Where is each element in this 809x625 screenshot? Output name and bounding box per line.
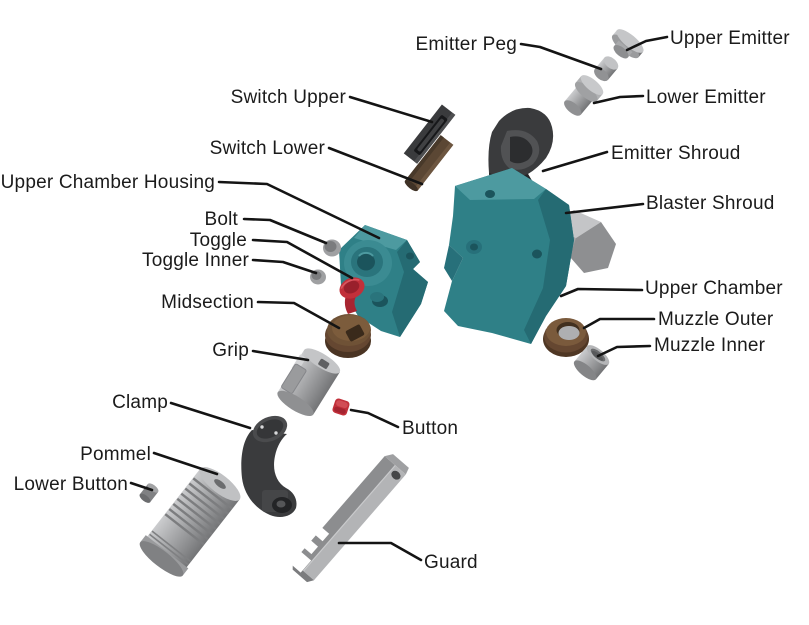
label-upper-chamber-housing: Upper Chamber Housing [1,172,215,193]
part-grip [277,348,341,417]
leader-grip [251,349,310,362]
leader-toggle-inner [251,258,318,275]
part-upper-chamber [444,168,574,344]
leader-muzzle-inner [596,344,652,358]
leader-switch-upper [348,95,434,124]
leader-clamp [169,401,252,430]
label-emitter-peg: Emitter Peg [416,34,517,55]
label-midsection: Midsection [161,292,254,313]
leader-emitter-peg [519,42,603,71]
part-upper-chamber-housing [339,225,428,337]
leader-button [349,408,400,429]
leader-switch-lower [327,146,424,186]
label-blaster-shroud: Blaster Shroud [646,193,774,214]
leader-muzzle-outer [582,317,656,330]
part-toggle [339,277,365,314]
part-midsection [325,314,371,358]
label-switch-upper: Switch Upper [231,87,347,108]
label-emitter-shroud: Emitter Shroud [611,143,741,164]
label-pommel: Pommel [80,444,151,465]
part-guard [289,454,409,583]
label-clamp: Clamp [112,392,168,413]
part-pommel [139,467,241,577]
label-upper-emitter: Upper Emitter [670,28,790,49]
label-switch-lower: Switch Lower [210,138,326,159]
part-lower-emitter [564,75,604,116]
part-emitter-peg [594,56,619,82]
part-switch-upper [403,104,456,164]
leader-emitter-shroud [541,150,609,173]
leader-upper-emitter [625,35,669,52]
part-switch-lower [404,135,454,192]
leader-upper-chamber-housing [217,180,381,240]
part-clamp [241,415,297,517]
label-muzzle-inner: Muzzle Inner [654,335,766,356]
label-muzzle-outer: Muzzle Outer [658,309,774,330]
leader-lower-button [129,481,154,492]
part-upper-emitter [611,29,644,59]
part-muzzle-outer [543,318,589,357]
part-bolt [323,239,341,257]
label-button: Button [402,418,458,439]
label-bolt: Bolt [204,209,238,230]
label-guard: Guard [424,552,478,573]
leader-pommel [152,451,219,476]
label-upper-chamber: Upper Chamber [645,278,783,299]
leader-guard [337,541,423,562]
label-lower-button: Lower Button [14,474,128,495]
label-toggle-inner: Toggle Inner [142,250,249,271]
leader-blaster-shroud [564,202,645,215]
label-grip: Grip [212,340,249,361]
leader-lower-emitter [592,94,645,105]
leader-midsection [256,300,341,330]
leader-bolt [242,217,328,245]
part-button [332,398,350,416]
leader-toggle [251,238,354,280]
label-toggle: Toggle [190,230,247,251]
leader-upper-chamber [559,287,644,298]
label-lower-emitter: Lower Emitter [646,87,766,108]
